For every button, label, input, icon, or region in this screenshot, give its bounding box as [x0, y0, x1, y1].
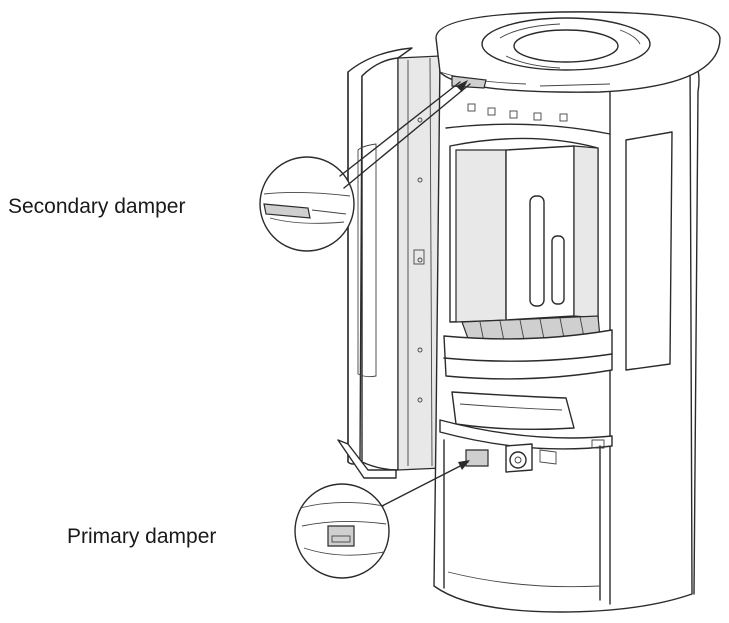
primary-damper-label: Primary damper: [67, 525, 217, 548]
secondary-damper-label: Secondary damper: [8, 195, 186, 218]
secondary-damper-callout: [259, 80, 471, 252]
vent-row: [467, 103, 568, 122]
stove-body: [433, 11, 721, 613]
side-door: [337, 47, 443, 479]
primary-damper-callout: [294, 460, 470, 579]
